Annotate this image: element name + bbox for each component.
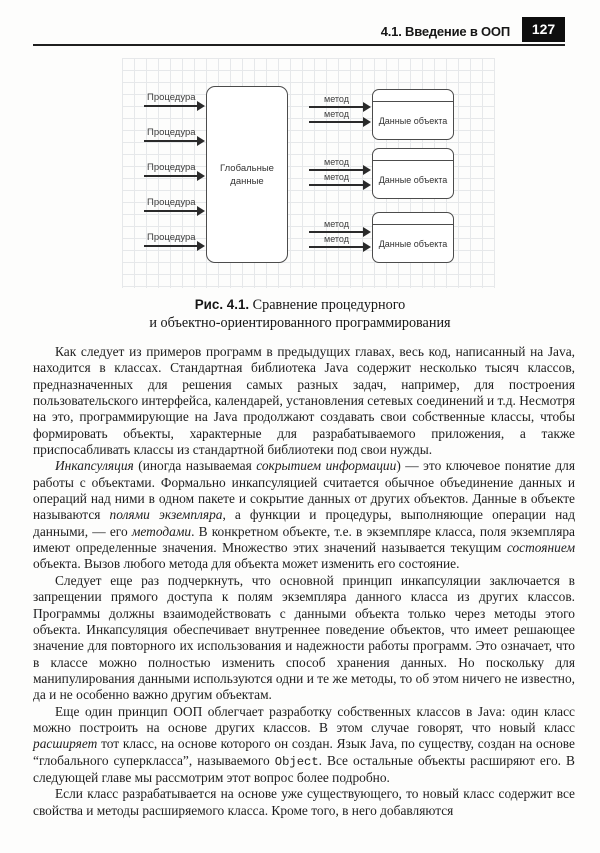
procedure-arrow-icon [144,136,205,146]
procedure-label: Процедура [147,127,196,138]
procedure-label: Процедура [147,232,196,243]
text-segment: , а функции и процедуры, выполняющие опе… [33,507,576,539]
object-data-box: Данные объекта [372,148,454,199]
figure-caption: Рис. 4.1. Сравнение процедурного и объек… [0,296,600,332]
text-segment: ) — это ключевое понятие для работы с об… [33,458,576,523]
paragraph: Еще один принцип ООП облегчает разработк… [33,704,575,787]
text-segment: состоянием [506,540,575,556]
procedure-arrow-icon [144,171,205,181]
text-segment: тот класс, на основе которого он создан.… [33,736,575,768]
text-segment: . В конкретном объекте, т.е. в экземпляр… [33,523,575,556]
procedure-arrow-icon [144,206,205,216]
method-arrow-icon [309,165,371,175]
method-label: метод [324,234,349,244]
procedure-arrow-icon [144,241,205,251]
method-arrow-icon [309,102,371,112]
caption-figure-ref: Рис. 4.1. [194,297,250,312]
text-segment: полями экземпляра [109,507,223,523]
text-segment: Еще один принцип ООП облегчает разработк… [33,703,575,735]
caption-line1: Рис. 4.1. Сравнение процедурного [0,296,600,315]
procedure-label: Процедура [147,162,196,173]
object-data-box: Данные объекта [372,89,454,140]
header-section-title: 4.1. Введение в ООП [380,24,510,39]
paragraph: Следует еще раз подчеркнуть, что основно… [33,573,575,704]
object-box-label: Данные объекта [378,174,448,185]
method-label: метод [324,219,349,229]
object-data-box: Данные объекта [372,212,454,263]
text-segment: Инкапсуляция [55,458,134,474]
procedure-label: Процедура [147,197,196,208]
method-label: метод [324,157,349,167]
text-segment: . Все остальные объекты расширяют его. В… [33,752,575,785]
global-data-box: Глобальные данные [206,86,288,263]
text-segment: Object [274,754,319,769]
global-data-label-line2: данные [230,175,264,187]
object-box-label: Данные объекта [378,115,448,126]
figure-diagram: Процедура Процедура Процедура Процедура … [122,58,495,288]
text-segment: Следует еще раз подчеркнуть, что основно… [33,572,575,703]
object-box-titlebar [373,213,453,225]
method-arrow-icon [309,180,371,190]
procedure-label: Процедура [147,92,196,103]
method-label: метод [324,172,349,182]
text-segment: Если класс разрабатывается на основе уже… [33,786,575,818]
procedure-arrow-icon [144,101,205,111]
text-segment: Как следует из примеров программ в преды… [33,344,575,458]
object-box-titlebar [373,90,453,102]
object-box-titlebar [373,149,453,161]
text-segment: методами [131,523,192,539]
body-text: Как следует из примеров программ в преды… [33,344,575,819]
paragraph: Если класс разрабатывается на основе уже… [33,786,575,819]
paragraph: Как следует из примеров программ в преды… [33,344,575,458]
text-segment: (иногда называемая [133,458,257,474]
object-box-label: Данные объекта [378,238,448,249]
method-label: метод [324,109,349,119]
method-arrow-icon [309,227,371,237]
caption-line2: и объектно-ориентированного программиров… [149,314,451,331]
header-rule [33,44,565,46]
text-segment: расширяет [33,736,98,752]
method-arrow-icon [309,117,371,127]
method-label: метод [324,94,349,104]
text-segment: сокрытием информации [256,458,397,474]
paragraph: Инкапсуляция (иногда называемая сокрытие… [33,458,575,572]
global-data-label-line1: Глобальные [220,162,274,174]
page-number-badge: 127 [522,17,565,42]
method-arrow-icon [309,242,371,252]
text-segment: объекта. Вызов любого метода для объекта… [33,556,460,572]
caption-text: Сравнение процедурного [249,297,406,313]
